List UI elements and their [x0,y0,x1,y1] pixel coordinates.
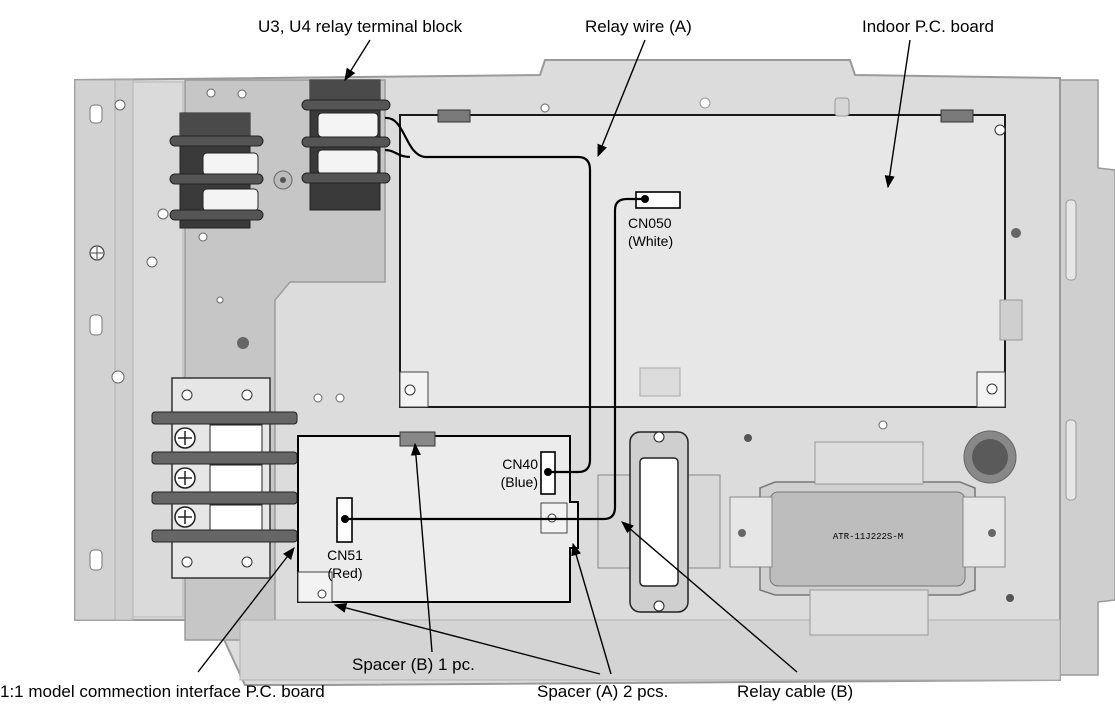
label-cn51-color: (Red) [327,565,362,581]
label-cn40-color: (Blue) [501,474,538,490]
transformer-marking: ATR-11J222S-M [833,532,903,542]
label-cn050-color: (White) [628,233,673,249]
label-relay-cable-b: Relay cable (B) [737,682,853,701]
screw-terminal-strip [151,377,298,579]
leader-lines [197,39,911,675]
screw-icon [174,427,196,449]
label-cn51: CN51 [327,547,363,563]
screw-icon [89,245,105,261]
transformer-icon: ATR-11J222S-M [729,441,1006,636]
label-indoor-pc-board: Indoor P.C. board [862,17,994,36]
terminal-block-icon [169,112,264,229]
cn050-pin [641,195,649,203]
label-cn050: CN050 [628,215,672,231]
relay-wire-a-return [384,148,411,159]
screw-icon [174,506,196,528]
screw-icon [174,467,196,489]
cn51-pin [341,515,349,523]
cn40-pin [544,468,552,476]
label-u3-u4-block: U3, U4 relay terminal block [258,17,463,36]
cable-clamp [597,431,721,613]
u3-u4-relay-terminal-block [301,79,391,211]
label-spacer-a: Spacer (A) 2 pcs. [537,682,668,701]
relay-cable-b [345,197,645,521]
label-spacer-b: Spacer (B) 1 pc. [352,655,475,674]
label-relay-wire-a: Relay wire (A) [585,17,692,36]
label-interface-board: 1:1 model commection interface P.C. boar… [0,682,325,701]
indoor-pc-board [399,97,1023,408]
label-cn40: CN40 [502,456,538,472]
relay-wire-a [384,116,592,474]
